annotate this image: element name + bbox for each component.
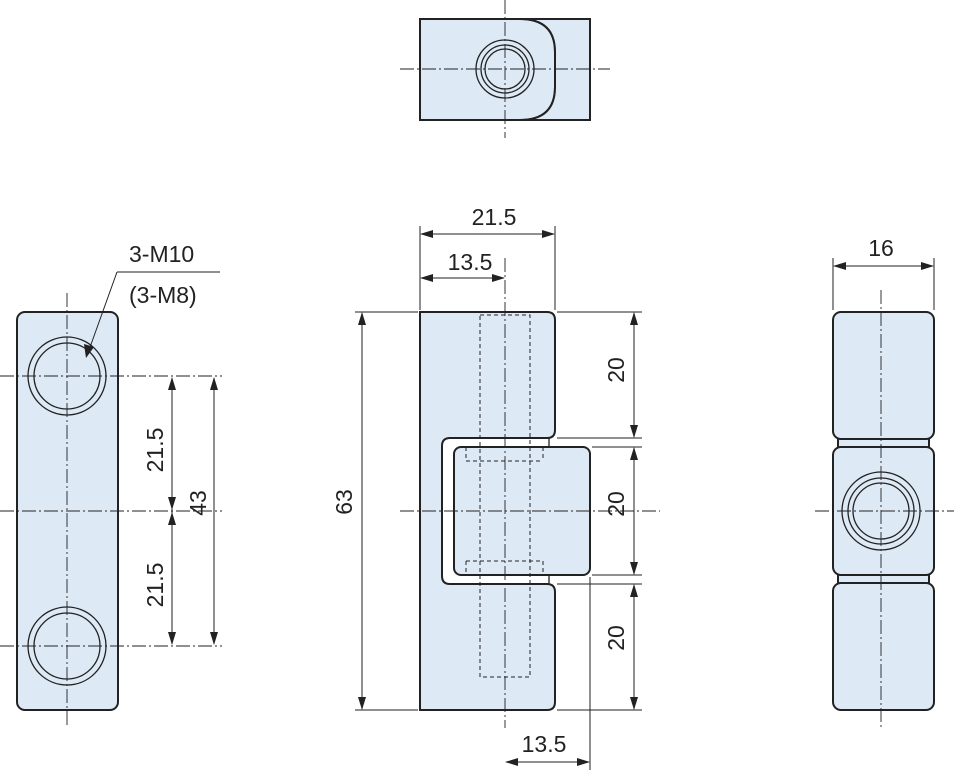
dim-arrow: [210, 632, 218, 645]
dim-arrow: [168, 497, 176, 510]
dim-knuckle-top: 20: [603, 357, 629, 383]
dim-arrow: [577, 758, 590, 766]
dim-arrow: [420, 230, 433, 238]
dim-arrow: [168, 632, 176, 645]
top-view-leaf: [519, 18, 591, 121]
dim-arrow: [168, 377, 176, 390]
dim-width: 16: [868, 235, 894, 261]
top-view-body: [419, 18, 556, 121]
top-view: [400, 0, 610, 138]
right-view-knuckle-bottom: [832, 582, 935, 711]
dim-arrow: [492, 274, 505, 282]
dim-knuckle-mid: 20: [603, 491, 629, 517]
callout-arrowhead: [84, 344, 94, 358]
dim-arrow: [505, 758, 518, 766]
dim-arrow: [921, 262, 934, 270]
callout-leader: [88, 271, 118, 351]
dim-arrow: [630, 697, 638, 710]
dim-width-bottom: 13.5: [522, 731, 567, 757]
dim-width-outer: 21.5: [472, 204, 517, 230]
dim-arrow: [542, 230, 555, 238]
side-view: 21.5 13.5 63 20 20 20 13.5: [331, 204, 660, 770]
dim-arrow: [358, 312, 366, 325]
right-view-knuckle-top: [832, 311, 935, 440]
dim-lower-pitch: 21.5: [142, 563, 168, 608]
front-view: 3-M10 (3-M8) 21.5 21.5 43: [0, 241, 222, 728]
right-view: 16: [815, 235, 954, 728]
dim-arrow: [630, 562, 638, 575]
dim-arrow: [630, 447, 638, 460]
callout-thread-label: 3-M10: [129, 241, 194, 267]
dim-arrow: [630, 425, 638, 438]
dim-arrow: [630, 312, 638, 325]
callout-thread-alt-label: (3-M8): [129, 282, 197, 308]
dim-arrow: [420, 274, 433, 282]
dim-width-axis: 13.5: [448, 249, 493, 275]
side-view-leaf: [419, 311, 556, 711]
dim-arrow: [833, 262, 846, 270]
dim-arrow: [168, 512, 176, 525]
dim-knuckle-bottom: 20: [603, 625, 629, 651]
dim-arrow: [358, 697, 366, 710]
dim-height-total: 63: [331, 489, 357, 515]
dim-arrow: [210, 377, 218, 390]
dim-arrow: [630, 584, 638, 597]
dim-upper-pitch: 21.5: [142, 428, 168, 473]
dim-total-pitch: 43: [185, 490, 211, 516]
